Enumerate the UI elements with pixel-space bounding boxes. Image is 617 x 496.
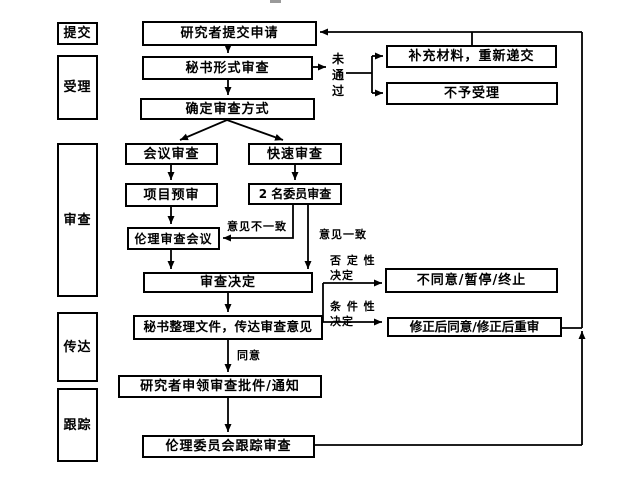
stage-communicate-label: 传达	[63, 339, 92, 355]
stage-accept-label: 受理	[63, 80, 92, 95]
node-determine-method-label: 确定审查方式	[185, 101, 270, 117]
node-submit-application: 研究者提交申请	[142, 21, 317, 46]
node-ethics-meeting-label: 伦理审查会议	[134, 231, 213, 246]
stage-communicate: 传达	[57, 312, 98, 382]
screenshot-artifact	[270, 0, 281, 3]
node-approve-after-revision: 修正后同意/修正后重审	[387, 317, 562, 337]
node-review-decision: 审查决定	[143, 272, 313, 293]
label-conditional-decision: 条 件 性 决定	[330, 300, 376, 328]
node-expedited-review: 快速审查	[248, 143, 342, 165]
node-project-preview: 项目预审	[125, 183, 218, 207]
node-project-preview-label: 项目预审	[143, 187, 200, 203]
node-secretary-communicate-label: 秘书整理文件，传达审查意见	[143, 319, 313, 335]
node-submit-application-label: 研究者提交申请	[180, 26, 279, 41]
node-approve-after-revision-label: 修正后同意/修正后重审	[409, 318, 540, 334]
stage-followup: 跟踪	[57, 388, 98, 462]
stage-followup-label: 跟踪	[63, 417, 92, 433]
node-followup-review-label: 伦理委员会跟踪审查	[165, 439, 292, 454]
node-disapprove-suspend-terminate-label: 不同意/暂停/终止	[416, 273, 527, 288]
node-meeting-review: 会议审查	[125, 143, 218, 165]
label-opinions-agree: 意见一致	[319, 228, 367, 241]
node-researcher-receive: 研究者申领审查批件/通知	[118, 375, 322, 398]
label-negative-decision: 否 定 性 决定	[330, 254, 376, 282]
node-followup-review: 伦理委员会跟踪审查	[142, 435, 315, 458]
stage-submit: 提交	[57, 22, 98, 45]
node-ethics-meeting: 伦理审查会议	[127, 227, 220, 250]
node-disapprove-suspend-terminate: 不同意/暂停/终止	[385, 268, 558, 293]
node-supplement-resubmit-label: 补充材料，重新递交	[408, 49, 535, 64]
node-researcher-receive-label: 研究者申领审查批件/通知	[140, 379, 300, 394]
node-expedited-review-label: 快速审查	[266, 146, 323, 162]
node-not-accepted: 不予受理	[386, 82, 558, 105]
stage-review-label: 审查	[63, 212, 92, 228]
node-not-accepted-label: 不予受理	[443, 86, 500, 101]
node-meeting-review-label: 会议审查	[143, 146, 200, 162]
label-opinions-differ: 意见不一致	[227, 220, 287, 233]
edge-method-to-meeting	[179, 119, 228, 141]
node-formal-review-label: 秘书形式审查	[185, 60, 270, 76]
label-agree: 同意	[237, 349, 261, 362]
node-secretary-communicate: 秘书整理文件，传达审查意见	[133, 315, 323, 340]
node-two-members-review-label: 2 名委员审查	[258, 187, 332, 201]
edge-method-to-expedited	[226, 119, 284, 141]
node-two-members-review: 2 名委员审查	[248, 183, 342, 205]
stage-submit-label: 提交	[63, 26, 92, 41]
node-review-decision-label: 审查决定	[199, 275, 256, 290]
node-determine-method: 确定审查方式	[140, 98, 315, 120]
node-formal-review: 秘书形式审查	[142, 56, 313, 80]
stage-accept: 受理	[57, 55, 98, 120]
node-supplement-resubmit: 补充材料，重新递交	[386, 45, 557, 68]
stage-review: 审查	[57, 143, 98, 297]
label-not-passed: 未通过	[331, 52, 344, 98]
